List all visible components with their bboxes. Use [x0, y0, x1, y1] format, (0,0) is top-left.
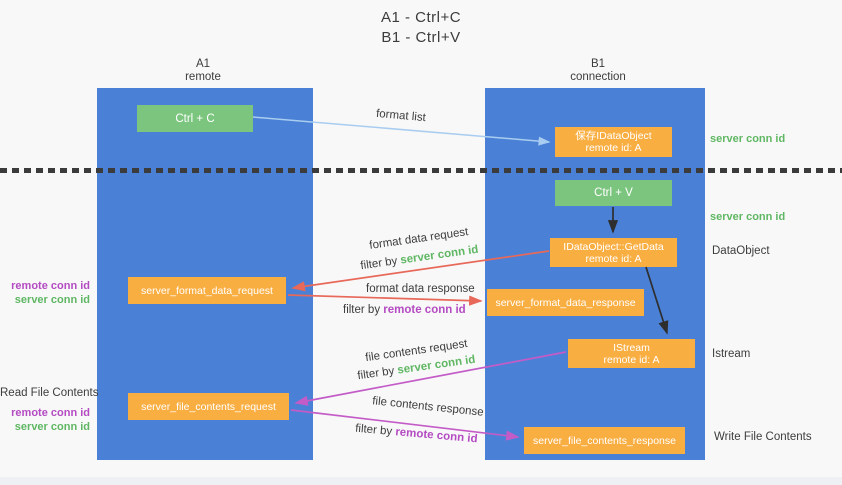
- server-file-contents-request-label: server_file_contents_request: [141, 400, 276, 413]
- save-server-conn-id-annotation: server conn id: [710, 133, 786, 145]
- file-contents-response-filter: filter by remote conn id: [355, 423, 478, 446]
- right-column-subtitle: connection: [570, 71, 626, 83]
- save-idataobject-box: 保存IDataObject remote id: A: [555, 127, 672, 157]
- paste-server-conn-id-annotation: server conn id: [710, 211, 786, 223]
- filter-by-text: filter by: [354, 422, 396, 439]
- diagram-title: A1 - Ctrl+C B1 - Ctrl+V: [0, 8, 842, 48]
- server-format-data-request-box: server_format_data_request: [128, 277, 286, 304]
- right-column-header: B1 connection: [528, 58, 668, 84]
- istream-line2: remote id: A: [603, 353, 660, 366]
- ctrl-c-label: Ctrl + C: [175, 112, 215, 125]
- server-file-contents-request-box: server_file_contents_request: [128, 393, 289, 420]
- file-request-conn-ids: remote conn id server conn id: [0, 406, 90, 434]
- server-file-contents-response-label: server_file_contents_response: [532, 434, 676, 447]
- format-data-response-filter: filter by remote conn id: [343, 304, 466, 316]
- remote-conn-id-annotation: remote conn id: [11, 407, 90, 419]
- server-file-contents-response-box: server_file_contents_response: [524, 427, 685, 454]
- format-data-response-label: format data response: [366, 283, 475, 295]
- server-format-data-request-label: server_format_data_request: [141, 284, 273, 297]
- server-conn-id-annotation: server conn id: [14, 421, 90, 433]
- filter-by-text: filter by: [356, 364, 399, 383]
- ctrl-v-box: Ctrl + V: [555, 180, 672, 206]
- format-data-response-arrow: [287, 294, 483, 306]
- title-line-1: A1 - Ctrl+C: [380, 9, 462, 26]
- idataobject-getdata-box: IDataObject::GetData remote id: A: [550, 238, 677, 267]
- filter-by-text: filter by: [343, 304, 384, 316]
- bottom-window-edge: [0, 477, 842, 485]
- format-request-conn-ids: remote conn id server conn id: [0, 279, 90, 307]
- getdata-line2: remote id: A: [585, 252, 642, 265]
- title-line-2: B1 - Ctrl+V: [381, 29, 461, 46]
- remote-conn-id-annotation: remote conn id: [11, 280, 90, 292]
- server-format-data-response-label: server_format_data_response: [495, 296, 636, 309]
- istream-line1: IStream: [613, 341, 650, 354]
- right-column-id: B1: [590, 58, 606, 70]
- save-idataobject-line2: remote id: A: [585, 142, 642, 154]
- format-list-label: format list: [375, 107, 427, 125]
- dataobject-annotation: DataObject: [712, 245, 770, 257]
- remote-conn-id-text: remote conn id: [383, 304, 466, 316]
- save-idataobject-line1: 保存IDataObject: [575, 130, 652, 142]
- ctrl-c-box: Ctrl + C: [137, 105, 253, 132]
- server-conn-id-annotation: server conn id: [14, 294, 90, 306]
- getdata-line1: IDataObject::GetData: [563, 240, 664, 253]
- ctrl-v-label: Ctrl + V: [594, 187, 633, 199]
- istream-annotation: Istream: [712, 348, 751, 360]
- read-file-contents-label: Read File Contents: [0, 387, 99, 399]
- left-column-id: A1: [195, 58, 211, 70]
- server-conn-id-text: server conn id: [399, 243, 480, 267]
- write-file-contents-label: Write File Contents: [714, 431, 812, 443]
- istream-box: IStream remote id: A: [568, 339, 695, 368]
- remote-conn-id-text: remote conn id: [394, 426, 478, 446]
- left-column-header: A1 remote: [133, 58, 273, 84]
- left-column-subtitle: remote: [185, 71, 221, 83]
- server-format-data-response-box: server_format_data_response: [487, 289, 644, 316]
- machine-boundary-divider: [0, 168, 842, 173]
- filter-by-text: filter by: [359, 254, 402, 273]
- file-contents-response-label: file contents response: [371, 395, 485, 419]
